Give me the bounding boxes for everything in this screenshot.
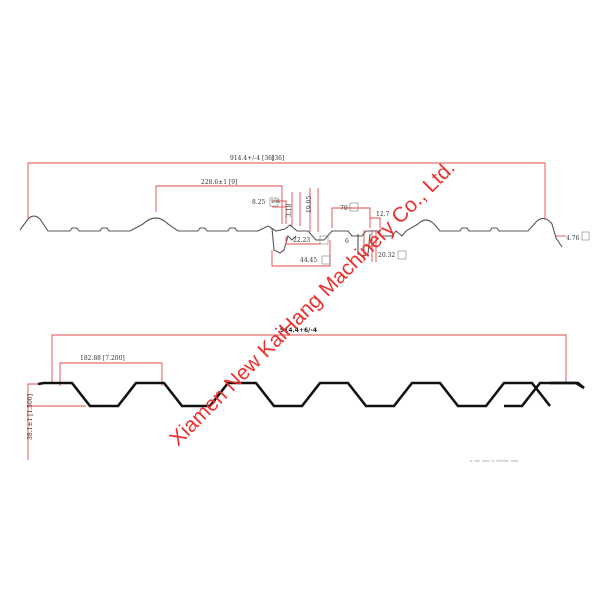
top-pitch-label: 228.6±1 [9] bbox=[201, 179, 237, 186]
rib-height-label: 19.05 bbox=[306, 196, 313, 213]
rib-width-fraction: 5/16 bbox=[271, 199, 280, 204]
top-flat-dimensions: 70 12.7 6 20.32 bbox=[331, 202, 407, 262]
dim-12-7-label: 12.7 bbox=[376, 211, 390, 218]
bottom-pitch-label: 182.88 [7.200] bbox=[80, 355, 125, 362]
top-overall-width-label: 914.4+/-4 [36] bbox=[230, 155, 274, 162]
dim-6-label: 6 bbox=[345, 238, 349, 245]
dim-20-32-label: 20.32 bbox=[378, 252, 395, 259]
top-lower-dimensions: 22.23 44.45 bbox=[271, 235, 331, 267]
faint-footer-marks: ▬ ▬▬ ▬▬▬ ▬ ▬▬▬▬▬ ▬▬▬ bbox=[470, 458, 519, 463]
rib-height-small-label: 3.18 bbox=[286, 203, 293, 217]
top-edge-dimension: 4.76 bbox=[556, 231, 590, 242]
bottom-pitch-dimension: 182.88 [7.200] bbox=[59, 355, 163, 386]
bottom-profile-closing-rib bbox=[504, 381, 585, 408]
top-profile-outline bbox=[19, 215, 563, 248]
top-rib-dimensions: 8.25 5/16 3.18 19.05 bbox=[252, 188, 319, 232]
edge-dim-label: 4.76 bbox=[566, 235, 580, 242]
bottom-profile-outline bbox=[37, 381, 585, 408]
dim-22-23-label: 22.23 bbox=[293, 237, 310, 244]
rib-width-label: 8.25 bbox=[252, 199, 266, 206]
top-profile bbox=[19, 215, 563, 257]
flat-width-label: 70 bbox=[340, 205, 348, 212]
top-pitch-dimension: 228.6±1 [9] bbox=[155, 179, 283, 224]
dim-44-45-label: 44.45 bbox=[300, 257, 317, 264]
bottom-height-label: 38.1±1 [1.500] bbox=[27, 394, 34, 440]
top-overall-dimension: 914.4+/-4 [36] [36] bbox=[27, 155, 546, 220]
bottom-overall-width-label: 914.4+6/-4 bbox=[280, 327, 317, 334]
bottom-overall-dimension: 914.4+6/-4 bbox=[51, 327, 567, 382]
top-overall-width-unit-mark: [36] bbox=[272, 155, 284, 162]
bottom-height-dimension: 38.1±1 [1.500] bbox=[27, 383, 86, 460]
